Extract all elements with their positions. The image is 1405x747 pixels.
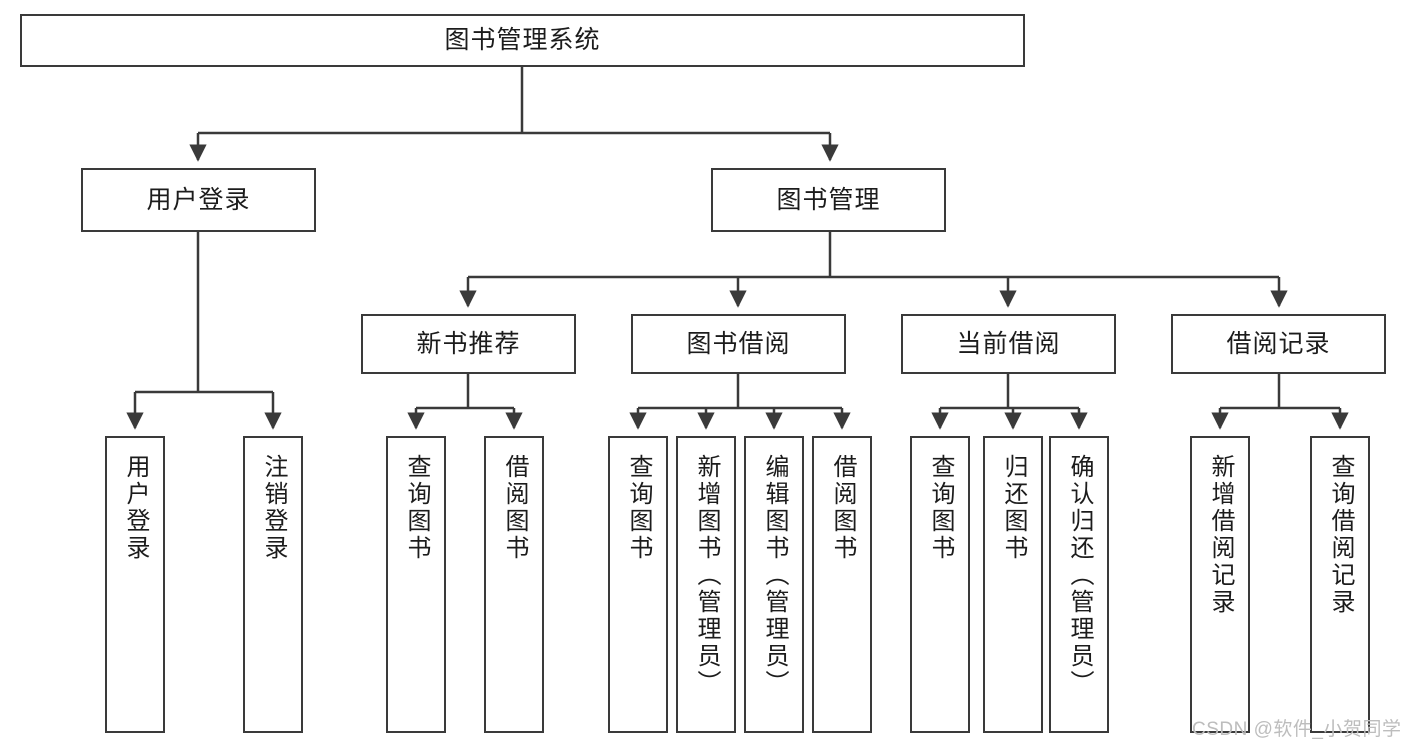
leaf-return-book[interactable]: 归还图书 (983, 436, 1043, 733)
leaf-add-borrow-record[interactable]: 新增借阅记录 (1190, 436, 1250, 733)
leaf-borrow-book[interactable]: 借阅图书 (812, 436, 872, 733)
leaf-query-book-current[interactable]: 查询图书 (910, 436, 970, 733)
node-label: 用户登录 (146, 185, 251, 214)
node-user-login[interactable]: 用户登录 (81, 168, 316, 232)
node-label: 当前借阅 (956, 329, 1061, 358)
node-current-borrow[interactable]: 当前借阅 (901, 314, 1116, 374)
node-label: 借阅图书 (828, 454, 856, 562)
leaf-query-book-recommendation[interactable]: 查询图书 (386, 436, 446, 733)
leaf-user-login[interactable]: 用户登录 (105, 436, 165, 733)
node-label: 归还图书 (999, 454, 1027, 562)
csdn-watermark: CSDN @软件_小贺同学 (1192, 719, 1402, 740)
leaf-query-borrow-record[interactable]: 查询借阅记录 (1310, 436, 1370, 733)
node-label: 用户登录 (121, 454, 149, 562)
leaf-query-book-borrow[interactable]: 查询图书 (608, 436, 668, 733)
node-new-book-recommendation[interactable]: 新书推荐 (361, 314, 576, 374)
node-label: 查询图书 (402, 454, 430, 562)
node-label: 新增借阅记录 (1206, 454, 1234, 616)
node-label: 查询图书 (624, 454, 652, 562)
node-label: 新书推荐 (416, 329, 521, 358)
leaf-borrow-book-recommendation[interactable]: 借阅图书 (484, 436, 544, 733)
leaf-add-book-admin[interactable]: 新增图书（管理员） (676, 436, 736, 733)
leaf-edit-book-admin[interactable]: 编辑图书（管理员） (744, 436, 804, 733)
node-label: 查询图书 (926, 454, 954, 562)
node-label: 查询借阅记录 (1326, 454, 1354, 616)
node-label: 编辑图书（管理员） (760, 454, 788, 697)
node-book-borrow[interactable]: 图书借阅 (631, 314, 846, 374)
leaf-confirm-return-admin[interactable]: 确认归还（管理员） (1049, 436, 1109, 733)
node-book-management[interactable]: 图书管理 (711, 168, 946, 232)
node-label: 图书管理 (776, 185, 881, 214)
node-root-system[interactable]: 图书管理系统 (20, 14, 1025, 67)
node-label: 图书管理系统 (444, 26, 601, 54)
leaf-user-logout[interactable]: 注销登录 (243, 436, 303, 733)
node-borrow-record[interactable]: 借阅记录 (1171, 314, 1386, 374)
node-label: 图书借阅 (686, 329, 791, 358)
node-label: 确认归还（管理员） (1065, 454, 1093, 697)
node-label: 借阅记录 (1226, 329, 1331, 358)
node-label: 借阅图书 (500, 454, 528, 562)
node-label: 新增图书（管理员） (692, 454, 720, 697)
node-label: 注销登录 (259, 454, 287, 562)
